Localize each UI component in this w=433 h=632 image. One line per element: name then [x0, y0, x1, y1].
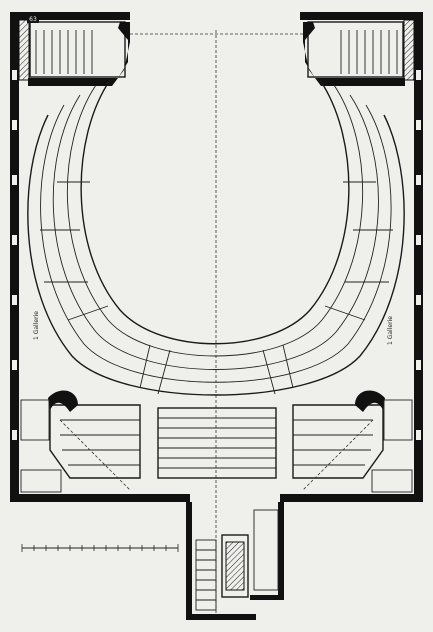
side-corridors [20, 399, 413, 493]
gallery-label-left: 1 Gallerie [33, 311, 40, 340]
outer-walls [10, 12, 423, 502]
scale-bar [21, 544, 179, 552]
stalls-seating [48, 390, 385, 491]
sheet-number-box [27, 14, 39, 23]
entrance-annex [186, 502, 284, 620]
sheet-number: 63 [29, 16, 37, 23]
gallery-label-right: 1 Gallerie [387, 316, 394, 345]
stair-block-top-right [303, 19, 415, 86]
stair-block-top-left [18, 19, 130, 86]
horseshoe-tiers [27, 79, 405, 396]
